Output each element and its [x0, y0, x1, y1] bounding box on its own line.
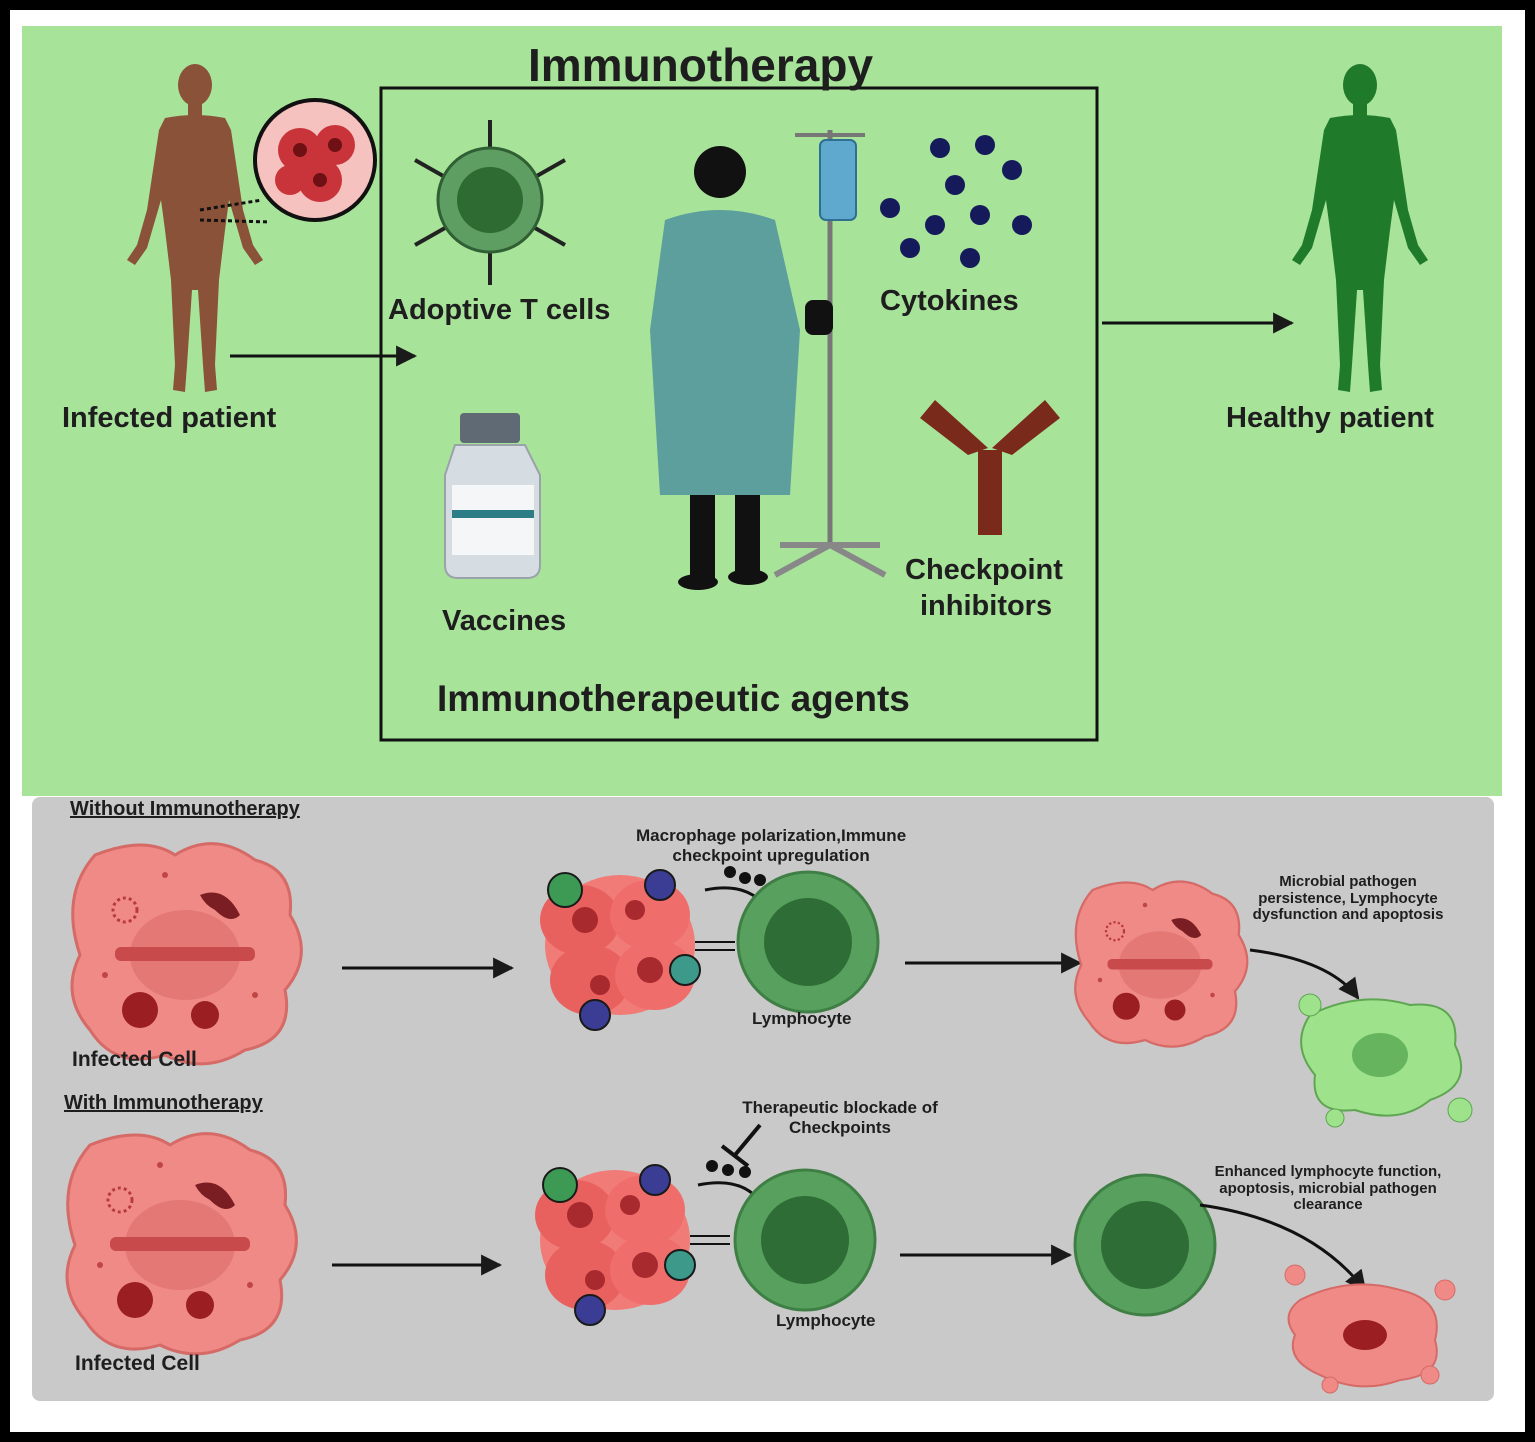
- outcome-with-line3: clearance: [1293, 1196, 1363, 1213]
- immune-cluster-without: [539, 869, 701, 1031]
- lymphocyte-without: [736, 870, 880, 1014]
- receptor-link-with: [690, 1235, 730, 1245]
- outcome-caption-with: Enhanced lymphocyte function, apoptosis,…: [1178, 1163, 1478, 1214]
- outcome-with-line2: apoptosis, microbial pathogen: [1219, 1179, 1437, 1197]
- infected-patient-label: Infected patient: [62, 402, 277, 434]
- receptor-link-without: [695, 941, 735, 951]
- cytokines-label: Cytokines: [880, 285, 1019, 317]
- checkpoint-dots-with: [706, 1160, 751, 1178]
- vaccines-label: Vaccines: [442, 605, 567, 637]
- cytokines-icon: [880, 135, 1032, 268]
- infected-cell-without: [70, 842, 303, 1066]
- outcome-without-line1: Microbial pathogen: [1279, 873, 1417, 890]
- infected-cell-label-without: Infected Cell: [72, 1048, 197, 1071]
- infected-cell-label-with: Infected Cell: [75, 1352, 200, 1375]
- tumor-zoom-icon: [253, 98, 377, 222]
- zoom-line-2: [199, 218, 271, 224]
- agents-caption: Immunotherapeutic agents: [437, 678, 910, 719]
- without-heading: Without Immunotherapy: [70, 798, 300, 820]
- blockade-symbol: [720, 1123, 762, 1168]
- blockade-caption-line2: Checkpoints: [788, 1117, 892, 1137]
- infected-cell-with: [65, 1132, 298, 1356]
- curved-arrow-outcome-without: [1249, 948, 1360, 1000]
- healthy-patient-figure: [1292, 64, 1428, 392]
- checkpoint-dots-without: [724, 866, 766, 886]
- macrophage-caption: Macrophage polarization,Immune checkpoin…: [636, 826, 906, 865]
- apoptotic-lymphocyte: [1298, 993, 1473, 1128]
- main-title: Immunotherapy: [528, 39, 874, 91]
- blockade-caption: Therapeutic blockade of Checkpoints: [710, 1098, 970, 1137]
- cleared-pathogen-cell: [1284, 1264, 1456, 1394]
- zoom-line-1: [199, 198, 263, 212]
- checkpoint-inhibitor-icon: [920, 400, 1060, 535]
- infected-patient-figure: [127, 64, 263, 392]
- healthy-patient-label: Healthy patient: [1226, 402, 1434, 434]
- with-heading: With Immunotherapy: [64, 1092, 263, 1114]
- vaccine-vial-icon: [444, 413, 541, 579]
- immune-cluster-with: [534, 1164, 696, 1326]
- adoptive-t-cells-label: Adoptive T cells: [388, 294, 611, 326]
- outcome-without-line2: persistence, Lymphocyte: [1258, 889, 1438, 907]
- curved-arrow-outcome-with: [1199, 1203, 1367, 1292]
- outcome-without-line3: dysfunction and apoptosis: [1252, 906, 1444, 923]
- agents-box: [379, 86, 1099, 742]
- checkpoint-label-line1: Checkpoint: [905, 554, 1063, 586]
- lymphocyte-with: [733, 1168, 877, 1312]
- outcome-caption-without: Microbial pathogen persistence, Lymphocy…: [1218, 873, 1478, 924]
- lymphocyte-label-without: Lymphocyte: [752, 1009, 852, 1028]
- macrophage-caption-line1: Macrophage polarization,Immune: [636, 826, 907, 845]
- patient-with-iv-icon: [650, 130, 887, 590]
- lymphocyte-label-with: Lymphocyte: [776, 1311, 876, 1330]
- outcome-with-line1: Enhanced lymphocyte function,: [1214, 1163, 1442, 1180]
- checkpoint-label-line2: inhibitors: [920, 590, 1053, 622]
- adoptive-t-cell-icon: [414, 120, 566, 285]
- macrophage-caption-line2: checkpoint upregulation: [672, 845, 870, 865]
- blockade-caption-line1: Therapeutic blockade of: [742, 1098, 938, 1117]
